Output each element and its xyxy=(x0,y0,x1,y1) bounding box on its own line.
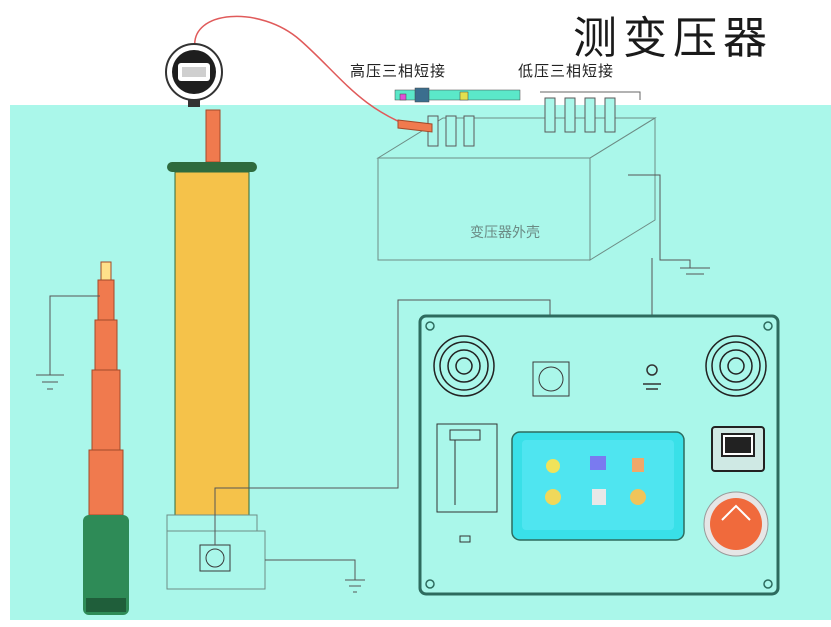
connector-icon xyxy=(532,361,570,397)
clip-icon xyxy=(397,119,433,133)
meter-icon xyxy=(165,43,223,107)
fan-icon xyxy=(433,335,495,397)
test-lead xyxy=(214,299,551,545)
lv-short-bar xyxy=(540,91,641,100)
tank-ground-wire xyxy=(628,174,691,268)
power-socket-icon xyxy=(711,426,765,472)
page-title: 测变压器 xyxy=(573,13,773,64)
hv-short-label: 高压三相短接 xyxy=(350,62,447,80)
ground-icon xyxy=(643,364,661,390)
lv-bushings xyxy=(544,97,616,133)
lv-short-label: 低压三相短接 xyxy=(518,62,615,80)
emergency-stop-icon xyxy=(703,491,769,557)
touch-screen xyxy=(511,431,685,541)
hv-ground-wire xyxy=(265,559,356,580)
hv-cylinder xyxy=(166,162,266,590)
hv-bushings xyxy=(427,115,475,147)
hv-rod-top xyxy=(205,109,221,163)
ground-icon xyxy=(36,374,64,390)
probe-ground-wire xyxy=(49,295,100,375)
red-test-lead xyxy=(194,15,421,131)
transformer-label: 变压器外壳 xyxy=(470,224,540,241)
transformer-box xyxy=(376,117,657,261)
hv-probe xyxy=(83,261,129,615)
hv-short-bar xyxy=(394,87,521,103)
printer-icon xyxy=(436,423,498,543)
ground-icon xyxy=(345,579,365,593)
fan-icon xyxy=(705,335,767,397)
